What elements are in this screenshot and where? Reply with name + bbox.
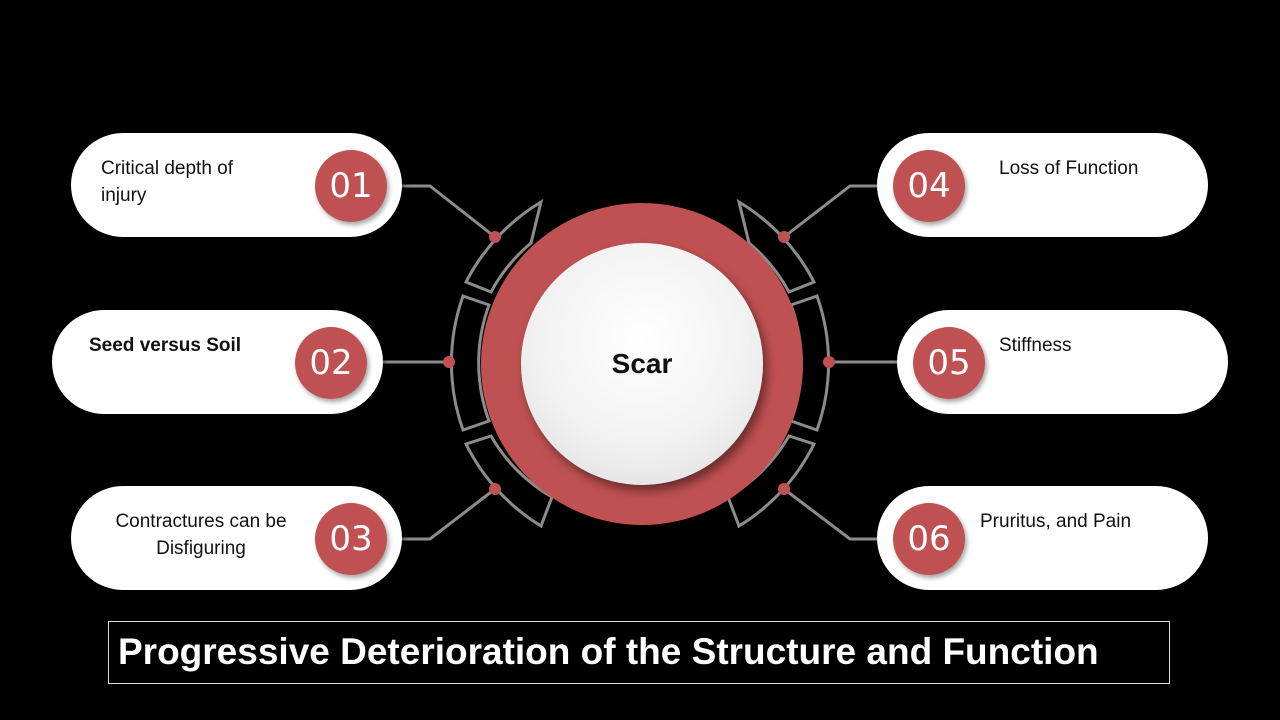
item-04-text: Loss of Function [999, 158, 1139, 179]
item-06: 06 Pruritus, and Pain [877, 486, 1208, 590]
arc-segment [463, 198, 544, 294]
item-01-number: 01 [315, 150, 387, 222]
item-04-number: 04 [893, 150, 965, 222]
center-label: Scar [611, 348, 673, 379]
connector-dot [443, 356, 455, 368]
connector-dot [778, 231, 790, 243]
arc-segment [449, 294, 491, 432]
connector-03 [402, 487, 496, 541]
connector-06 [783, 487, 877, 541]
arc-segment [726, 434, 817, 529]
connector-dot [489, 483, 501, 495]
item-05-text: Stiffness [999, 335, 1072, 356]
item-03: Contractures can be Disfiguring 03 [71, 486, 402, 590]
item-04: 04 Loss of Function [877, 133, 1208, 237]
arc-segment [736, 198, 817, 294]
connector-dot [778, 483, 790, 495]
slide-title: Progressive Deterioration of the Structu… [118, 631, 1099, 672]
item-05: 05 Stiffness [897, 310, 1228, 414]
item-02-number: 02 [295, 327, 367, 399]
connector-04 [783, 184, 877, 239]
item-01: Critical depth of injury 01 [71, 133, 402, 237]
item-06-text: Pruritus, and Pain [980, 511, 1132, 532]
arc-segment [463, 434, 554, 529]
item-06-number: 06 [893, 503, 965, 575]
item-03-text: Contractures can be Disfiguring [115, 511, 287, 559]
item-01-text: Critical depth of injury [101, 158, 234, 206]
connector-dot [823, 356, 835, 368]
item-02-text: Seed versus Soil [89, 335, 242, 356]
connector-dot [489, 231, 501, 243]
item-02: Seed versus Soil 02 [52, 310, 383, 414]
connector-01 [402, 184, 496, 239]
center-disc [521, 243, 763, 485]
title-box: Progressive Deterioration of the Structu… [108, 621, 1170, 684]
item-03-number: 03 [315, 503, 387, 575]
item-05-number: 05 [913, 327, 985, 399]
